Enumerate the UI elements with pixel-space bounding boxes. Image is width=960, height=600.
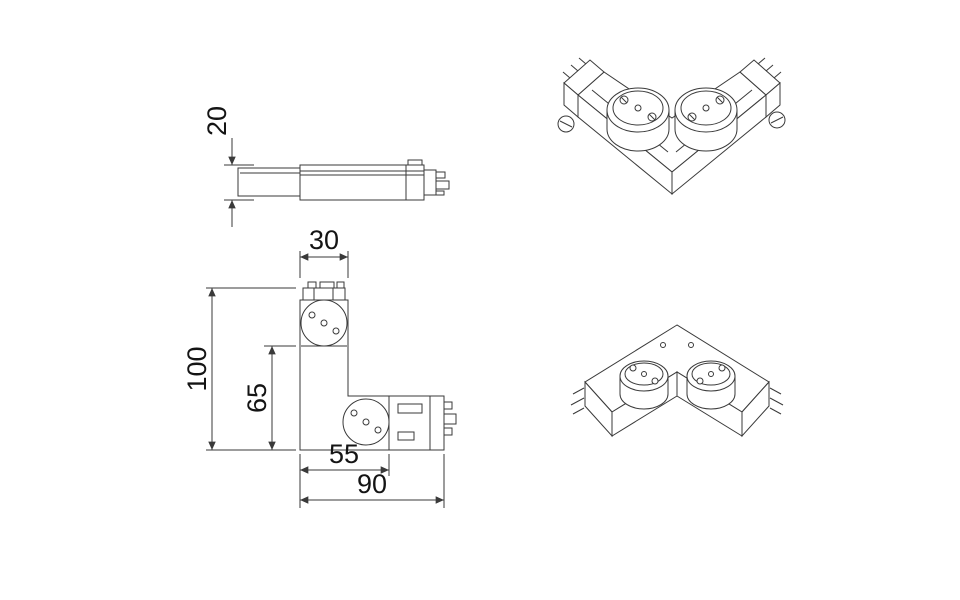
screw-icon: [308, 311, 316, 319]
side-screw-right: [768, 111, 786, 129]
plan-partial-height-dimension: 65: [242, 345, 296, 450]
plan-total-height-dimension: 100: [182, 287, 296, 451]
left-track-connector: [562, 57, 605, 119]
right-track-connector: [769, 387, 784, 415]
right-swivel-cylinder: [686, 360, 736, 410]
side-view: 20: [202, 106, 450, 227]
screw-icon: [332, 327, 340, 335]
screw-icon: [629, 364, 637, 372]
screw-icon: [718, 364, 726, 372]
track-contact-tooth: [443, 427, 453, 436]
isometric-top-view: [557, 57, 786, 196]
screw-icon: [696, 377, 704, 385]
track-contact-tooth: [319, 281, 335, 289]
dim-label-arm-width: 30: [309, 225, 339, 255]
dim-label-total-width: 90: [357, 469, 387, 499]
side-view-part-outline: [237, 159, 450, 201]
upper-pivot-circle: [300, 299, 348, 347]
plan-view: 30 100 65 55 90: [182, 225, 457, 508]
side-height-dimension: 20: [202, 106, 254, 227]
left-end-face: [584, 380, 613, 438]
track-contact-tooth: [307, 281, 317, 289]
plan-partial-width-dimension: 55: [299, 439, 390, 508]
side-screw-left: [557, 115, 575, 133]
track-contact-tooth: [443, 401, 453, 410]
left-swivel-cylinder: [606, 87, 670, 152]
screw-icon: [374, 426, 382, 434]
dim-label-total-height: 100: [182, 346, 212, 391]
screw-icon: [688, 342, 694, 348]
track-contact-tooth: [443, 413, 457, 425]
plan-part-outline: [299, 281, 457, 451]
dim-label-partial-height: 65: [242, 383, 272, 413]
left-track-connector: [570, 387, 585, 415]
dim-label-partial-width: 55: [329, 439, 359, 469]
track-contact-tooth: [435, 190, 445, 196]
right-track-connector: [739, 57, 782, 119]
plan-total-width-dimension: 90: [300, 454, 445, 508]
track-contact-tooth: [435, 171, 446, 179]
right-swivel-cylinder: [674, 87, 738, 152]
base-top-face: [584, 324, 770, 413]
plan-arm-width-dimension: 30: [299, 225, 349, 278]
track-contact-tooth: [435, 180, 450, 190]
track-contact-tooth: [336, 281, 345, 289]
screw-icon: [350, 409, 358, 417]
isometric-bottom-view: [570, 324, 784, 438]
screw-icon: [660, 342, 666, 348]
dim-label-side-height: 20: [202, 106, 232, 136]
right-end-face: [741, 380, 770, 438]
screw-icon: [651, 377, 659, 385]
left-swivel-cylinder: [619, 360, 669, 410]
